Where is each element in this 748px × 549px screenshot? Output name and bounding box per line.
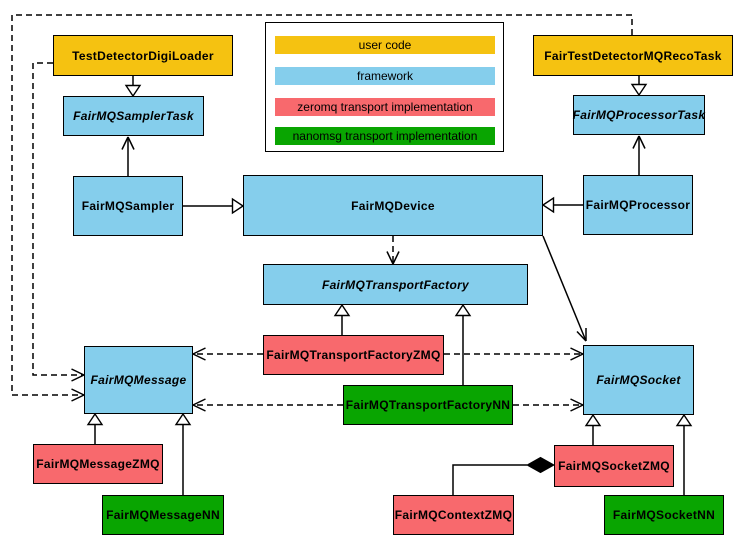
edge-messagezmq-message-generalization [86, 412, 104, 444]
legend-item-nanomsg: nanomsg transport implementation [275, 127, 495, 145]
edge-socketnn-socket-generalization [675, 413, 693, 495]
edge-messagenn-message-generalization [174, 412, 192, 495]
legend-label: zeromq transport implementation [297, 100, 473, 114]
edge-sampler-device-generalization [183, 197, 245, 215]
class-label: FairMQDevice [351, 198, 435, 213]
edge-socketzmq-contextzmq-composition [452, 456, 556, 495]
class-label: FairMQSampler [81, 199, 175, 213]
class-box-fairmqsocketnn: FairMQSocketNN [604, 495, 724, 535]
class-box-fairmqmessagezmq: FairMQMessageZMQ [33, 444, 163, 484]
legend-item-user-code: user code [275, 36, 495, 54]
class-label: FairMQSocket [596, 373, 681, 387]
edge-digiloader-samplertask-generalization [124, 76, 142, 98]
edge-factorynn-socket-dependency [513, 398, 584, 412]
class-box-fairmqsocket: FairMQSocket [583, 345, 694, 415]
legend-item-framework: framework [275, 67, 495, 85]
edge-processor-processortask-association [632, 135, 646, 175]
edge-factorynn-message-dependency [192, 398, 343, 412]
class-box-fairmqmessagenn: FairMQMessageNN [102, 495, 224, 535]
class-label: FairMQMessageNN [106, 508, 220, 522]
class-label: FairMQProcessor [585, 198, 691, 212]
class-box-fairmqcontextzmq: FairMQContextZMQ [393, 495, 514, 535]
edge-device-socket-association [542, 235, 587, 342]
class-box-fairmqsampler: FairMQSampler [73, 176, 183, 236]
legend-label: framework [356, 69, 413, 83]
class-box-fairmqtransportfactory: FairMQTransportFactory [263, 264, 528, 305]
class-box-fairmqtransportfactoryzmq: FairMQTransportFactoryZMQ [263, 335, 444, 375]
class-box-fairmqmessage: FairMQMessage [84, 346, 193, 414]
edge-factorynn-factory-generalization [454, 303, 472, 385]
edge-processor-device-generalization [541, 196, 583, 214]
class-label: FairMQTransportFactoryZMQ [266, 348, 441, 362]
edge-factoryzmq-socket-dependency [444, 347, 584, 361]
edge-socketzmq-socket-generalization [584, 413, 602, 445]
edge-factoryzmq-factory-generalization [333, 303, 351, 335]
edge-sampler-samplertask-association [121, 136, 135, 176]
edge-recotask-processortask-generalization [630, 76, 648, 97]
class-box-fairmqtransportfactorynn: FairMQTransportFactoryNN [343, 385, 513, 425]
class-label: FairMQMessage [90, 373, 187, 387]
class-box-fairmqdevice: FairMQDevice [243, 175, 543, 236]
class-label: FairMQTransportFactory [321, 277, 470, 292]
class-label: FairMQSocketNN [612, 508, 716, 522]
class-box-testdetectordigiloader: TestDetectorDigiLoader [53, 35, 233, 76]
class-label: FairMQTransportFactoryNN [345, 398, 511, 412]
edge-factoryzmq-message-dependency [192, 347, 263, 361]
class-box-fairmqprocessor: FairMQProcessor [583, 175, 693, 235]
class-label: FairMQProcessorTask [572, 108, 706, 122]
legend-box: user code framework zeromq transport imp… [265, 22, 504, 152]
class-label: FairMQSamplerTask [73, 109, 194, 123]
class-label: FairMQSocketZMQ [558, 459, 670, 473]
legend-label: nanomsg transport implementation [292, 129, 478, 143]
edge-device-transportfactory-dependency [386, 236, 400, 265]
legend-label: user code [358, 38, 412, 52]
class-box-fairmqprocessortask: FairMQProcessorTask [573, 95, 705, 135]
class-label: FairTestDetectorMQRecoTask [544, 48, 722, 63]
class-box-fairmqsocketzmq: FairMQSocketZMQ [554, 445, 674, 487]
class-label: FairMQMessageZMQ [36, 457, 160, 471]
class-label: FairMQContextZMQ [394, 508, 513, 522]
class-box-fairtestdetectormqrecotask: FairTestDetectorMQRecoTask [533, 35, 733, 76]
class-label: TestDetectorDigiLoader [72, 48, 214, 63]
class-box-fairmqsamplertask: FairMQSamplerTask [63, 96, 204, 136]
legend-item-zeromq: zeromq transport implementation [275, 98, 495, 116]
